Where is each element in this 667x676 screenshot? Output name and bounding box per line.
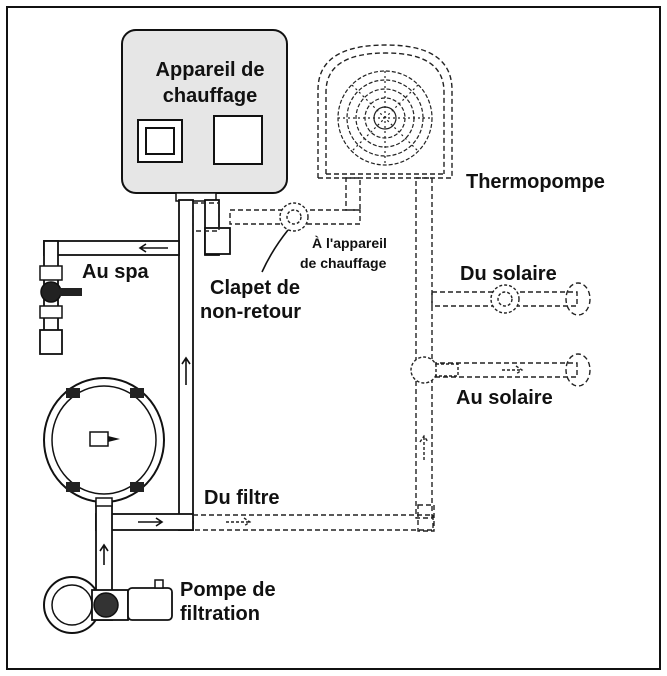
pump-icon [43,576,173,634]
diagram-frame [6,6,661,670]
to-heater-label-line2: de chauffage [300,255,387,271]
dashed-pipes [192,44,591,532]
spa-label: Au spa [82,261,150,283]
to-solar-label: Au solaire [456,387,553,409]
pump-label-line2: filtration [180,603,260,625]
check-valve-leader [261,229,289,273]
check-valve-label-line2: non-retour [200,301,301,323]
flow-arrow-icon [99,243,191,565]
heat-pump-fan-icon [337,70,433,166]
valve-icon [39,265,82,319]
filter-icon [43,377,165,507]
flow-arrow-icon [226,365,524,527]
pump-label-line1: Pompe de [180,579,276,601]
from-solar-label: Du solaire [460,263,557,285]
heater-label-line1: Appareil de [156,59,265,81]
heater-icon [121,29,288,202]
heat-pump-label: Thermopompe [466,171,605,193]
check-valve-icon [279,202,520,384]
from-filter-label: Du filtre [204,487,280,509]
check-valve-label-line1: Clapet de [210,277,300,299]
heater-label-line2: chauffage [163,85,257,107]
to-heater-label-line1: À l'appareil [312,235,387,251]
